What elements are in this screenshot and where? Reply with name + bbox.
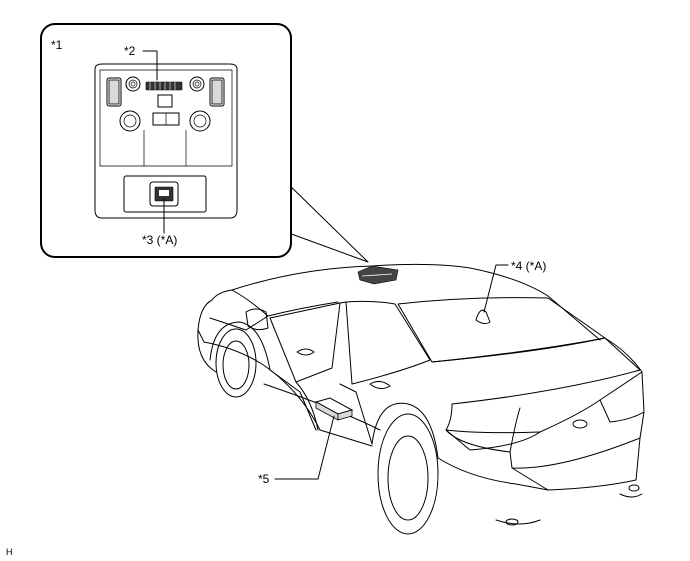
- microphone-grille: [145, 81, 183, 91]
- callout-4-label: *4 (*A): [511, 259, 546, 273]
- callout-5-label: *5: [258, 472, 270, 486]
- door-control-module: [314, 397, 354, 421]
- inset-label: *1: [51, 38, 63, 52]
- callout-2-label: *2: [124, 44, 136, 58]
- vehicle-outline: [197, 263, 645, 535]
- callout-2-leader: [142, 50, 158, 81]
- callout-5-leader: [274, 415, 335, 480]
- roof-antenna: [475, 309, 491, 325]
- roof-console-location: [357, 265, 399, 285]
- callout-3-label: *3 (*A): [142, 233, 177, 247]
- inset-leader: [281, 177, 369, 263]
- illustration-code: H: [6, 547, 13, 557]
- callout-4-leader: [483, 264, 509, 313]
- overhead-console: [94, 63, 238, 219]
